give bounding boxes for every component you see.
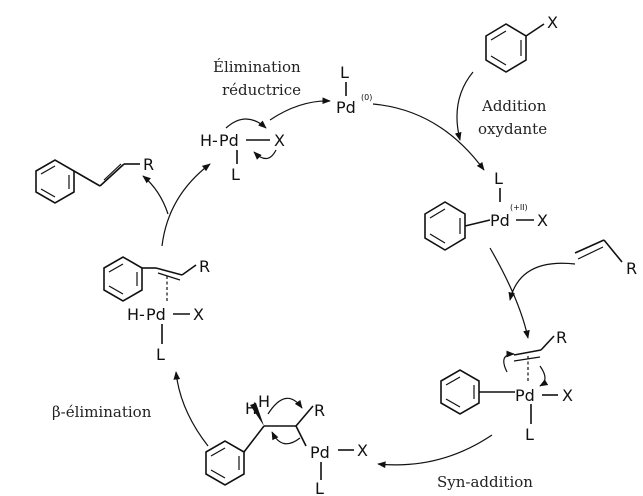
arpdx-metal: Pd: [490, 211, 510, 230]
cycle-arrow-syn-addition: [377, 434, 493, 469]
pi-benzene-ring: [440, 369, 480, 415]
alkyl-pd-intermediate: H H R Pd X L: [205, 392, 368, 496]
arpdx-halide: X: [537, 211, 548, 230]
left-alkene-bond: [155, 267, 183, 276]
arpdx-benzene-ring: [424, 201, 466, 251]
stilbene-product: R: [35, 155, 154, 204]
alkyl-c-r-bond: [295, 405, 314, 427]
arx-ring-double-1: [490, 30, 507, 41]
hpdx-hydride: H-: [200, 131, 218, 150]
pd0-oxidation-state: (0): [361, 93, 372, 102]
left-alkene-double: [157, 272, 181, 281]
arpdx-ring-double-1: [429, 208, 446, 219]
hpdx-halide: X: [274, 131, 285, 150]
pi-alkene-double: [513, 356, 541, 362]
alkene-r: R: [626, 259, 637, 278]
syn-addition-push-arrow-2: [539, 365, 549, 387]
alkyl-ar-c-bond: [243, 425, 265, 453]
aryl-halide-reagent: X: [485, 13, 558, 73]
arpdx-ar-pd-bond: [464, 219, 491, 227]
alkene-double-line: [577, 246, 604, 260]
alkyl-wedge-bond: [250, 403, 264, 426]
product-benzene-ring: [35, 159, 75, 204]
left-ring-double-1: [108, 263, 124, 273]
alkene-bond-r: [603, 239, 623, 263]
pi-alkene-bond: [513, 349, 542, 356]
reductive-elimination-push-arrow-2: [253, 149, 277, 160]
arpdx-oxidation-state: (+II): [510, 203, 528, 212]
alkene-double-bond: [574, 239, 605, 254]
product-ring-double-3: [40, 188, 56, 198]
arpdx-ligand: L: [494, 169, 503, 188]
pd0-ligand: L: [340, 63, 349, 82]
aryl-pd2-complex: L (+II) Pd X: [424, 169, 548, 251]
label-addition-oxydante-line2: oxydante: [478, 120, 547, 138]
pi-bond-r: [540, 335, 555, 351]
cycle-arrow-beta-elimination: [173, 371, 209, 447]
beta-elimination-push-arrow-2: [271, 431, 301, 445]
pd0-metal: Pd: [336, 98, 356, 117]
left-halide: X: [193, 305, 204, 324]
alkyl-h-2: H: [258, 392, 270, 411]
cycle-arrow-oxidative-addition: [372, 103, 485, 171]
product-ring-double-1: [40, 165, 56, 175]
beta-elimination-push-arrow-1: [267, 397, 303, 415]
hydrido-pd-complex-top: H- Pd X L: [200, 118, 285, 184]
alkyl-ring-double-1: [210, 447, 226, 457]
product-alkene-double: [103, 163, 122, 181]
left-ligand: L: [156, 345, 165, 364]
alkyl-ring-double-3: [210, 469, 226, 479]
pi-ring-double-1: [445, 376, 461, 386]
left-c-r-bond: [181, 264, 197, 276]
left-metal: Pd: [146, 305, 166, 324]
reductive-elimination-push-arrow-1: [225, 118, 267, 129]
arpdx-ring-double-3: [429, 233, 446, 244]
arx-benzene-ring: [485, 23, 527, 73]
left-ring-double-3: [108, 285, 124, 295]
cycle-arrow-alkene-insertion: [489, 247, 530, 339]
product-bond-1: [73, 170, 101, 187]
label-elimination-reductrice-line2: réductrice: [222, 81, 301, 99]
pi-r: R: [556, 328, 567, 347]
alkene-reagent: R: [574, 239, 637, 278]
hydrido-pi-complex: R H- Pd X L: [103, 256, 210, 364]
arrow-alkene-entry: [508, 262, 576, 301]
label-addition-oxydante-line1: Addition: [481, 97, 547, 115]
alkyl-benzene-ring: [205, 440, 245, 486]
pi-ligand: L: [525, 425, 534, 444]
label-beta-elimination: β-élimination: [52, 403, 152, 421]
left-benzene-ring: [103, 256, 143, 302]
arrow-aryl-halide-entry: [454, 71, 474, 141]
alkyl-ligand: L: [315, 479, 324, 496]
product-r: R: [143, 155, 154, 174]
hpdx-ligand: L: [231, 165, 240, 184]
alkyl-h-1: H: [245, 399, 257, 418]
left-r: R: [199, 257, 210, 276]
hpdx-metal: Pd: [219, 131, 239, 150]
pd0-complex: L Pd (0): [336, 63, 372, 117]
pi-halide: X: [562, 386, 573, 405]
arx-c-x-bond: [525, 23, 545, 37]
left-hydride: H-: [127, 305, 145, 324]
arx-ring-double-3: [490, 55, 507, 66]
pi-metal: Pd: [515, 386, 535, 405]
pi-ring-double-3: [445, 398, 461, 408]
cycle-arrow-reductive-elimination: [269, 97, 331, 121]
syn-addition-push-arrow-1: [503, 350, 515, 373]
label-elimination-reductrice-line1: Élimination: [213, 58, 301, 76]
cycle-arrow-to-hydrido: [161, 163, 211, 247]
alkyl-metal: Pd: [310, 443, 330, 462]
alkyl-c-pd-bond: [295, 425, 307, 447]
alkyl-r: R: [314, 401, 325, 420]
pi-complex: R Pd X L: [440, 328, 573, 444]
alkyl-halide: X: [357, 441, 368, 460]
arrow-product-release: [142, 175, 169, 215]
label-syn-addition: Syn-addition: [437, 473, 533, 491]
arx-halide: X: [547, 13, 558, 32]
product-alkene-bond: [99, 163, 125, 187]
